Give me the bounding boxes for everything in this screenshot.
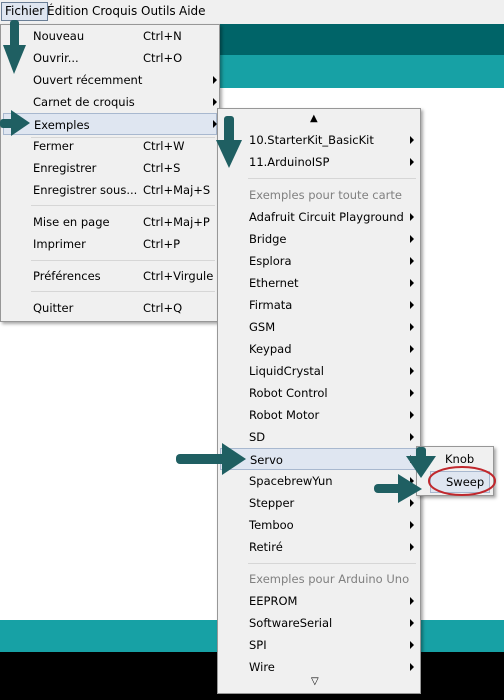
menu-item-example[interactable]: SoftwareSerial (249, 616, 333, 630)
menu-item-example[interactable]: Firmata (249, 298, 293, 312)
menu-item-example[interactable]: Ethernet (249, 276, 299, 290)
menu-outils[interactable]: Outils (141, 4, 176, 18)
arrow-down-1-icon (3, 20, 26, 74)
menu-item-enregistrer-sous[interactable]: Enregistrer sous...Ctrl+Maj+S (33, 183, 211, 197)
submenu-arrow-icon (410, 641, 414, 649)
menu-item-ouvrir[interactable]: Ouvrir...Ctrl+O (33, 51, 183, 65)
menu-item-example[interactable]: Esplora (249, 254, 292, 268)
menu-item-servo[interactable]: Servo (220, 448, 418, 470)
menu-gutter (218, 109, 246, 693)
menu-croquis[interactable]: Croquis (92, 4, 138, 18)
submenu-arrow-icon (410, 543, 414, 551)
section-header-uno: Exemples pour Arduino Uno (249, 572, 410, 586)
submenu-arrow-icon (410, 301, 414, 309)
submenu-arrow-icon (410, 158, 414, 166)
menu-separator (31, 137, 215, 138)
submenu-arrow-icon (410, 323, 414, 331)
submenu-arrow-icon (213, 76, 217, 84)
menu-item-example[interactable]: Temboo (249, 518, 294, 532)
menu-item-example[interactable]: EEPROM (249, 594, 298, 608)
scroll-up-icon[interactable]: ▲ (310, 113, 318, 124)
toolbar-dark-band (218, 24, 504, 55)
submenu-arrow-icon (410, 499, 414, 507)
submenu-arrow-icon (410, 279, 414, 287)
submenu-arrow-icon (213, 98, 217, 106)
menu-item-example[interactable]: SD (249, 430, 266, 444)
menu-item-example[interactable]: Wire (249, 660, 275, 674)
menu-separator (31, 205, 215, 206)
menu-item-arduinoisp[interactable]: 11.ArduinoISP (249, 155, 330, 169)
menu-item-example[interactable]: Bridge (249, 232, 287, 246)
submenu-arrow-icon (410, 597, 414, 605)
menu-item-example[interactable]: Adafruit Circuit Playground (249, 210, 404, 224)
submenu-arrow-icon (410, 136, 414, 144)
submenu-arrow-icon (410, 619, 414, 627)
menu-separator (248, 563, 416, 564)
exemples-submenu: ▲ 10.StarterKit_BasicKit 11.ArduinoISP E… (217, 108, 421, 694)
menu-item-knob[interactable]: Knob (445, 452, 475, 466)
submenu-arrow-icon (213, 120, 217, 128)
menu-item-example[interactable]: Keypad (249, 342, 292, 356)
servo-submenu: Knob Sweep (416, 446, 494, 496)
arrow-down-3-icon (406, 447, 436, 478)
submenu-arrow-icon (410, 345, 414, 353)
menu-gutter (1, 25, 29, 321)
menu-item-example[interactable]: Robot Motor (249, 408, 320, 422)
submenu-arrow-icon (410, 367, 414, 375)
submenu-arrow-icon (410, 257, 414, 265)
arrow-down-2-icon (216, 116, 242, 168)
arrow-right-servo-icon (176, 443, 246, 475)
highlight-circle-icon (428, 466, 496, 496)
menu-separator (248, 178, 416, 179)
toolbar-tab-band (218, 55, 504, 88)
submenu-arrow-icon (410, 477, 414, 485)
menu-item-example[interactable]: Robot Control (249, 386, 328, 400)
submenu-arrow-icon (410, 411, 414, 419)
submenu-arrow-icon (410, 235, 414, 243)
submenu-arrow-icon (410, 213, 414, 221)
menu-edition[interactable]: Édition (47, 4, 89, 18)
menu-fichier[interactable]: Fichier (1, 2, 49, 21)
menu-item-ouvert-recemment[interactable]: Ouvert récemment (33, 73, 143, 87)
submenu-arrow-icon (410, 433, 414, 441)
menu-item-starterkit[interactable]: 10.StarterKit_BasicKit (249, 133, 374, 147)
arrow-right-sweep-icon (374, 474, 422, 503)
menu-item-example[interactable]: GSM (249, 320, 276, 334)
menu-item-example[interactable]: Retiré (249, 540, 283, 554)
arrow-right-exemples-icon (0, 110, 30, 136)
scroll-down-icon[interactable]: ▽ (311, 676, 319, 687)
menu-item-example[interactable]: SPI (249, 638, 267, 652)
menu-item-carnet-de-croquis[interactable]: Carnet de croquis (33, 95, 135, 109)
section-header-all-boards: Exemples pour toute carte (249, 188, 402, 202)
menu-item-example[interactable]: LiquidCrystal (249, 364, 324, 378)
submenu-arrow-icon (410, 521, 414, 529)
menu-item-example[interactable]: Stepper (249, 496, 295, 510)
submenu-arrow-icon (410, 389, 414, 397)
menu-separator (31, 260, 215, 261)
menu-item-example[interactable]: SpacebrewYun (249, 474, 333, 488)
menu-aide[interactable]: Aide (179, 4, 206, 18)
menu-separator (31, 291, 215, 292)
submenu-arrow-icon (410, 663, 414, 671)
menu-bar: Fichier Édition Croquis Outils Aide (0, 0, 504, 25)
menu-item-sweep[interactable]: Sweep (430, 471, 490, 493)
